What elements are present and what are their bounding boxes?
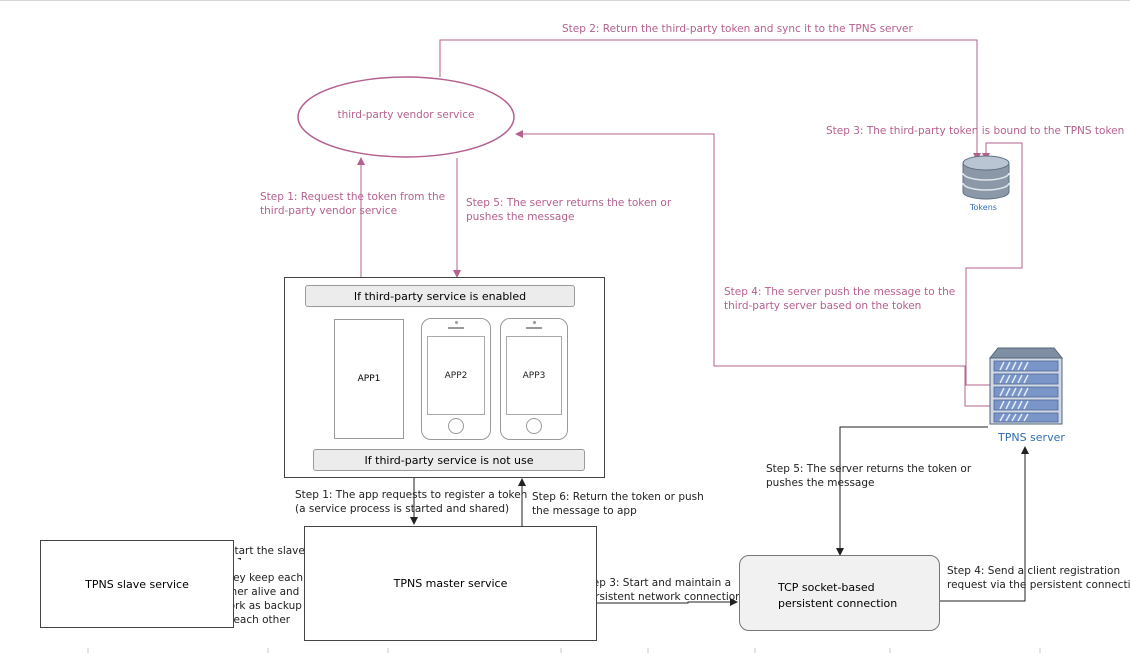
database-icon — [962, 155, 1010, 200]
app3-screen: APP3 — [506, 336, 562, 415]
edge-step4-registration — [940, 446, 1029, 602]
vendor-service-ellipse[interactable] — [297, 76, 515, 158]
app-container: If third-party service is enabled APP1 A… — [284, 277, 605, 478]
tpns-server-label: TPNS server — [998, 431, 1065, 444]
label-step3-bound: Step 3: The third-party token is bound t… — [826, 125, 1125, 137]
camera-icon — [533, 321, 536, 324]
tcp-connection-box[interactable]: TCP socket-based persistent connection — [739, 555, 940, 631]
not-use-bar: If third-party service is not use — [313, 449, 585, 471]
speaker-icon — [526, 327, 542, 329]
edge-step2-sync — [439, 39, 981, 161]
tokens-label: Tokens — [970, 203, 997, 212]
label-step5-vendor-return: Step 5: The server returns the token or … — [466, 197, 672, 223]
enabled-bar: If third-party service is enabled — [305, 285, 575, 307]
vendor-service-label: third-party vendor service — [337, 109, 475, 121]
master-service-label: TPNS master service — [393, 577, 508, 590]
label-step5-server-return: Step 5: The server returns the token or … — [766, 463, 972, 489]
home-button-icon — [526, 418, 542, 434]
slave-service-label: TPNS slave service — [85, 577, 189, 591]
master-service-box[interactable]: TPNS master service — [304, 526, 597, 641]
app2-screen: APP2 — [427, 336, 485, 415]
camera-icon — [455, 321, 458, 324]
label-step1-app-register: Step 1: The app requests to register a t… — [295, 489, 528, 515]
tcp-connection-label: TCP socket-based persistent connection — [778, 581, 898, 610]
label-step6-return: Step 6: Return the token or push the mes… — [532, 491, 704, 517]
bottom-ticks — [87, 648, 1041, 653]
top-rule — [0, 0, 1130, 1]
app2-label: APP2 — [444, 370, 468, 381]
edge-step3-connection — [597, 598, 738, 606]
app3-device[interactable]: APP3 — [500, 318, 568, 440]
speaker-icon — [448, 327, 464, 329]
label-step1-request: Step 1: Request the token from the third… — [260, 191, 446, 217]
server-rack-icon — [988, 347, 1064, 425]
app2-device[interactable]: APP2 — [421, 318, 491, 440]
edge-step5-server-return — [836, 426, 988, 556]
label-step3-maintain: Step 3: Start and maintain a persistent … — [582, 577, 742, 603]
app3-label: APP3 — [522, 370, 546, 381]
app1-device[interactable]: APP1 — [334, 319, 404, 439]
home-button-icon — [448, 418, 464, 434]
label-step2-sync: Step 2: Return the third-party token and… — [562, 23, 913, 35]
edge-step3-bound — [965, 142, 1023, 386]
app1-label: APP1 — [357, 374, 381, 384]
label-step4-registration: Step 4: Send a client registration reque… — [947, 565, 1130, 591]
edge-step4-push-vendor — [515, 130, 990, 407]
slave-service-box[interactable]: TPNS slave service — [40, 540, 234, 628]
label-step4-push: Step 4: The server push the message to t… — [724, 286, 956, 312]
